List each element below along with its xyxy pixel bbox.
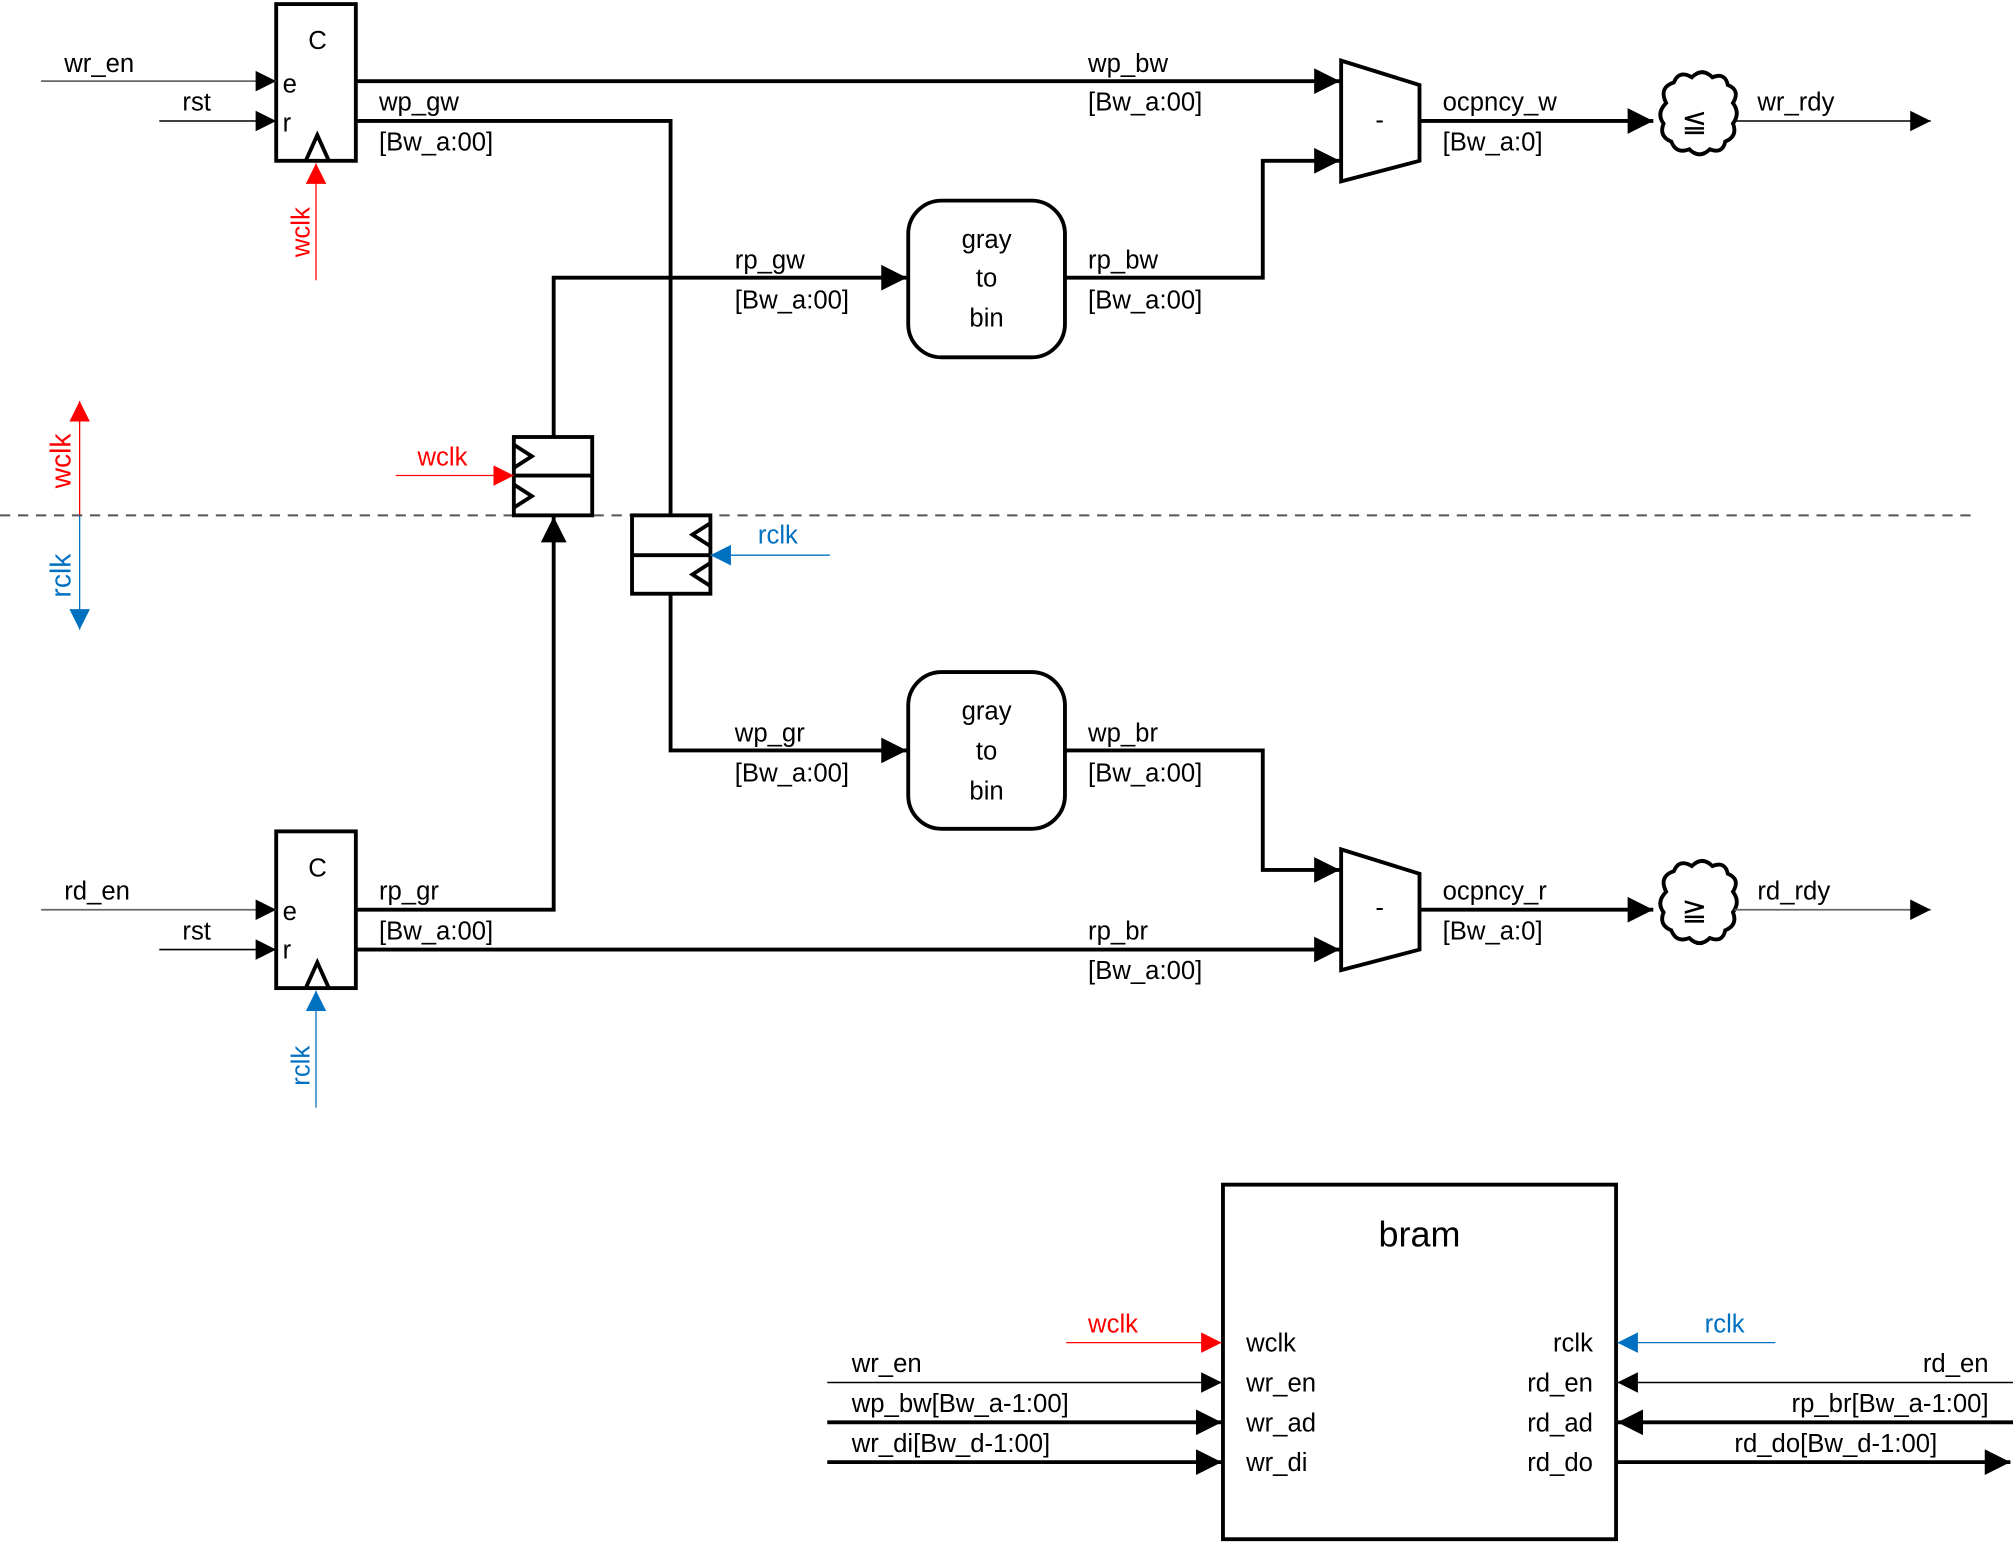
ocpncy-r-width: [Bw_a:0] <box>1443 917 1543 945</box>
gray-to-bin-upper[interactable]: gray to bin <box>906 198 1067 360</box>
less-equal-icon: ≦ <box>1681 103 1707 138</box>
rst-label-w: rst <box>182 89 211 117</box>
wp-bw-label: wp_bw <box>1087 50 1168 78</box>
svg-text:bin: bin <box>969 305 1003 333</box>
rp-bw-width: [Bw_a:00] <box>1088 287 1202 315</box>
svg-text:C: C <box>308 27 327 55</box>
wclk-label-counter: wclk <box>288 207 316 258</box>
rp-bw-wire <box>1064 147 1340 280</box>
bram-rd-ad-label: rp_br[Bw_a-1:00] <box>1792 1390 1989 1418</box>
ocpncy-w-width: [Bw_a:0] <box>1443 129 1543 157</box>
subtractor-upper[interactable]: - <box>1339 57 1422 184</box>
bram-rd-do-label: rd_do[Bw_d-1:00] <box>1734 1430 1937 1458</box>
ocpncy-r-label: ocpncy_r <box>1443 877 1548 905</box>
bram-port-rd-en: rd_en <box>1527 1369 1593 1397</box>
bram-port-rd-ad: rd_ad <box>1527 1409 1593 1437</box>
bram-port-wr-en: wr_en <box>1245 1369 1316 1397</box>
bram-port-rd-do: rd_do <box>1527 1449 1593 1477</box>
bram-wr-ad-label: wp_bw[Bw_a-1:00] <box>851 1390 1069 1418</box>
sync-w-register[interactable] <box>511 435 595 518</box>
svg-text:gray: gray <box>962 698 1012 726</box>
wp-gr-wire <box>668 593 907 764</box>
domain-label-rclk: rclk <box>45 553 77 598</box>
greater-equal-icon: ≧ <box>1681 892 1707 927</box>
bram-port-wr-ad: wr_ad <box>1245 1409 1316 1437</box>
wp-br-wire <box>1064 748 1340 883</box>
bram-rclk-label: rclk <box>1705 1310 1745 1338</box>
comparator-upper[interactable]: ≦ <box>1658 70 1739 157</box>
wr-rdy-label: wr_rdy <box>1756 89 1834 117</box>
rp-gw-width: [Bw_a:00] <box>735 287 849 315</box>
ocpncy-w-label: ocpncy_w <box>1443 89 1558 117</box>
svg-text:-: - <box>1375 107 1384 135</box>
sync-r-register[interactable] <box>630 513 713 596</box>
rp-gw-label: rp_gw <box>735 247 805 275</box>
wp-gr-width: [Bw_a:00] <box>735 759 849 787</box>
rclk-label-counter: rclk <box>288 1046 316 1086</box>
rp-gr-label: rp_gr <box>379 877 439 905</box>
subtractor-lower[interactable]: - <box>1339 846 1422 973</box>
svg-text:r: r <box>283 109 292 137</box>
write-counter[interactable]: C e r <box>274 2 358 163</box>
bram-title: bram <box>1379 1213 1461 1254</box>
wp-br-width: [Bw_a:00] <box>1088 759 1202 787</box>
bram-rd-en-label: rd_en <box>1923 1350 1989 1378</box>
svg-text:bin: bin <box>969 777 1003 805</box>
rp-gr-width: [Bw_a:00] <box>379 917 493 945</box>
comparator-lower[interactable]: ≧ <box>1658 859 1739 946</box>
svg-text:C: C <box>308 854 327 882</box>
svg-text:e: e <box>283 898 297 926</box>
bram-port-wclk: wclk <box>1245 1330 1296 1358</box>
bram-wr-di-label: wr_di[Bw_d-1:00] <box>851 1430 1050 1458</box>
wr-en-label: wr_en <box>63 50 134 78</box>
svg-text:to: to <box>976 737 997 765</box>
wp-gw-width: [Bw_a:00] <box>379 129 493 157</box>
rp-br-label: rp_br <box>1088 917 1148 945</box>
bram-port-wr-di: wr_di <box>1245 1449 1307 1477</box>
bram-port-rclk: rclk <box>1553 1330 1593 1358</box>
read-counter[interactable]: C e r <box>274 829 358 991</box>
svg-text:gray: gray <box>962 226 1012 254</box>
bram-block[interactable]: bram wclk wr_en wr_ad wr_di rclk rd_en r… <box>1221 1182 1618 1542</box>
rd-rdy-label: rd_rdy <box>1757 877 1830 905</box>
svg-text:e: e <box>283 71 297 99</box>
rp-gw-wire <box>551 264 907 437</box>
rclk-label-sync: rclk <box>758 522 798 550</box>
domain-label-wclk: wclk <box>45 433 77 490</box>
wp-bw-width: [Bw_a:00] <box>1088 89 1202 117</box>
rst-label-r: rst <box>182 917 211 945</box>
wp-br-label: wp_br <box>1087 719 1158 747</box>
gray-to-bin-lower[interactable]: gray to bin <box>906 670 1067 831</box>
rp-br-width: [Bw_a:00] <box>1088 957 1202 985</box>
svg-text:-: - <box>1375 894 1384 922</box>
svg-text:to: to <box>976 265 997 293</box>
rp-gr-wire <box>355 516 567 912</box>
rp-bw-label: rp_bw <box>1088 247 1158 275</box>
wclk-label-sync: wclk <box>417 443 468 471</box>
bram-wr-en-label: wr_en <box>851 1350 922 1378</box>
domain-indicator: wclk rclk <box>45 401 90 630</box>
wp-gw-label: wp_gw <box>378 89 459 117</box>
wp-gw-wire <box>355 119 673 516</box>
wp-gr-label: wp_gr <box>734 719 805 747</box>
bram-wclk-label: wclk <box>1087 1310 1138 1338</box>
rd-en-label: rd_en <box>64 877 130 905</box>
svg-text:r: r <box>283 937 292 965</box>
